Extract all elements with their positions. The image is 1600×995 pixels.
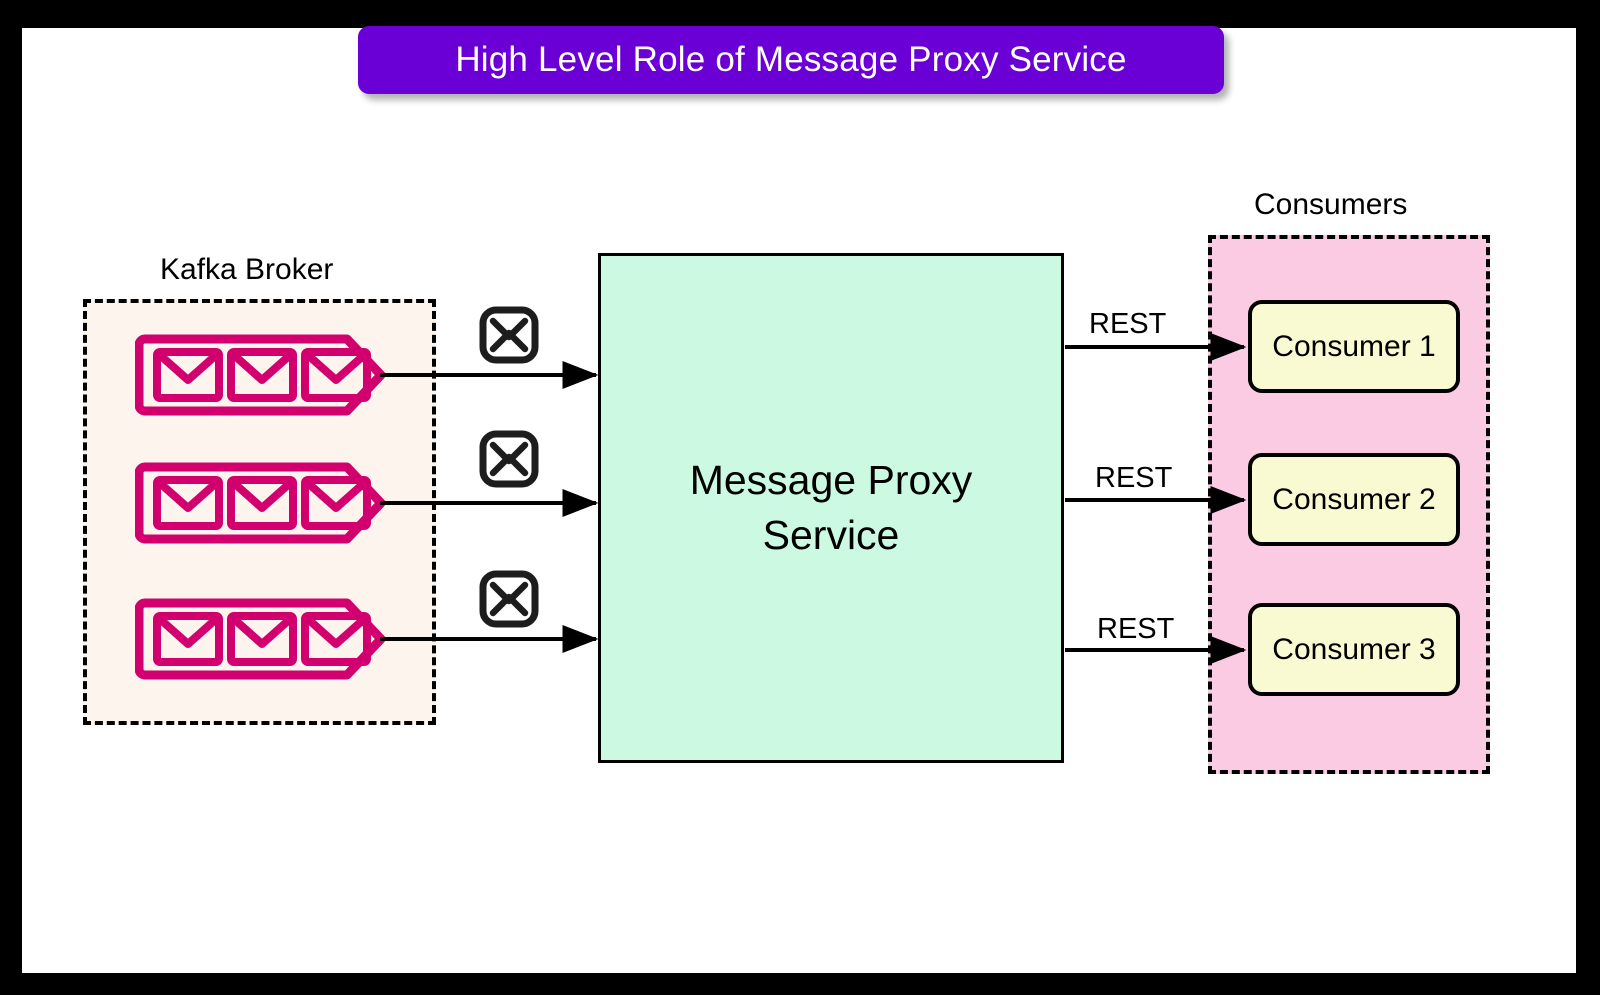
envelope-icon — [153, 348, 223, 402]
rest-label-3: REST — [1092, 613, 1180, 646]
diagram-canvas: High Level Role of Message Proxy Service… — [22, 26, 1576, 973]
consumer-label-1: Consumer 1 — [1272, 329, 1436, 363]
consumers-label: Consumers — [1254, 188, 1408, 221]
rest-label-2: REST — [1090, 462, 1178, 495]
envelope-icon — [227, 476, 297, 530]
envelope-icon — [227, 612, 297, 666]
consumer-box-1: Consumer 1 — [1248, 300, 1460, 393]
consumer-box-2: Consumer 2 — [1248, 453, 1460, 546]
rest-label-1: REST — [1084, 308, 1172, 341]
envelope-icon — [301, 348, 371, 402]
kafka-broker-label: Kafka Broker — [160, 253, 334, 286]
envelope-icon — [153, 476, 223, 530]
kafka-partition-3 — [135, 598, 391, 680]
mail-router-icon — [478, 570, 540, 628]
envelope-icon — [301, 476, 371, 530]
consumer-label-2: Consumer 2 — [1272, 482, 1436, 516]
mail-router-icon — [478, 430, 540, 488]
envelope-icon — [227, 348, 297, 402]
consumer-box-3: Consumer 3 — [1248, 603, 1460, 696]
envelope-icon — [301, 612, 371, 666]
mail-router-icon — [478, 306, 540, 364]
message-proxy-service-box: Message Proxy Service — [598, 253, 1064, 763]
message-proxy-service-label: Message Proxy Service — [689, 456, 973, 558]
title-banner: High Level Role of Message Proxy Service — [358, 26, 1224, 94]
consumer-label-3: Consumer 3 — [1272, 632, 1436, 666]
kafka-partition-2 — [135, 462, 391, 544]
envelope-icon — [153, 612, 223, 666]
kafka-partition-1 — [135, 334, 391, 416]
page-title: High Level Role of Message Proxy Service — [455, 40, 1127, 79]
